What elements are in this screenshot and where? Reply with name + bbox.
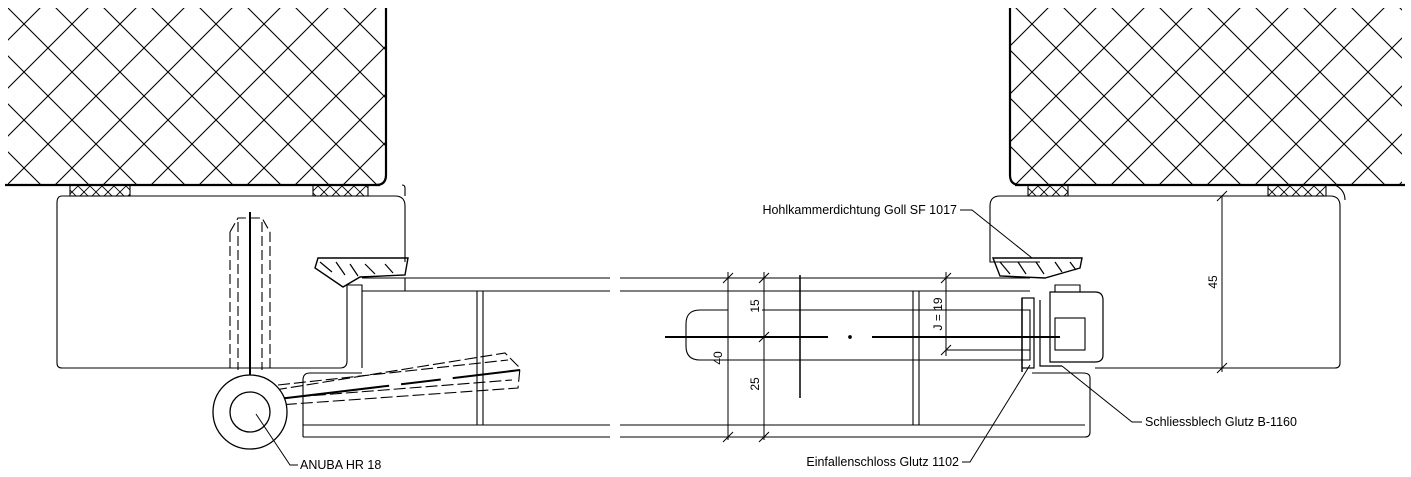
right-wall — [1008, 8, 1405, 187]
door-leaf-left — [269, 277, 610, 438]
door-leaf-right — [620, 275, 1091, 438]
left-seal — [314, 257, 409, 288]
leader-lines — [255, 209, 1142, 466]
label-strike-plate: Schliessblech Glutz B-1160 — [1145, 415, 1297, 429]
lock-case — [685, 309, 1031, 361]
dim-40: 40 — [711, 351, 725, 365]
dim-45: 45 — [1206, 275, 1220, 289]
left-wall — [5, 8, 388, 187]
right-frame — [989, 184, 1346, 369]
strike-plate — [1049, 291, 1104, 363]
dim-25: 25 — [748, 377, 762, 391]
dim-15: 15 — [748, 299, 762, 313]
label-seal: Hohlkammerdichtung Goll SF 1017 — [762, 203, 957, 217]
left-frame — [56, 184, 409, 408]
label-lock: Einfallenschloss Glutz 1102 — [806, 455, 959, 469]
dimension-lines — [722, 190, 1228, 443]
right-seal — [991, 257, 1083, 279]
hinge-barrel — [212, 374, 288, 450]
dim-backset: J = 19 — [931, 297, 945, 330]
label-hinge: ANUBA HR 18 — [300, 458, 381, 472]
